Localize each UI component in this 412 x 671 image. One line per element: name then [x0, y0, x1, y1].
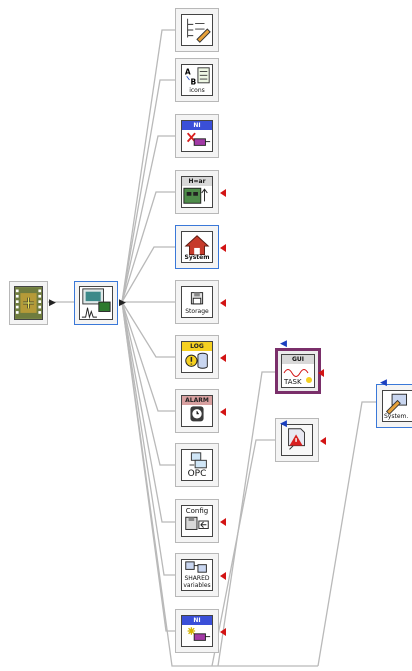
gui-task-caption: TASK [284, 379, 302, 386]
wire-bus-bottom [121, 301, 318, 667]
terminal-icon [318, 369, 324, 377]
back-arrow-icon: ◀ [380, 378, 387, 388]
terminal-icon [220, 244, 226, 252]
terminal-icon [220, 354, 226, 362]
system-window-icon: System. [382, 390, 412, 422]
wire-shared [121, 301, 175, 576]
wire-system-call [317, 401, 376, 667]
system-call-node[interactable]: System. [376, 384, 412, 428]
output-arrow-icon: ▶ [49, 298, 56, 308]
terminal-icon [220, 518, 226, 526]
log-header: LOG [182, 342, 212, 351]
wire-hardware [121, 191, 175, 303]
icons-list-caption: icons [189, 87, 205, 94]
shared-caption: SHARED [184, 575, 210, 582]
wire-icons-list [121, 79, 175, 303]
hardware-node[interactable]: H=ar [175, 170, 226, 214]
floppy-storage-icon: Storage [181, 286, 213, 318]
icons-list-node[interactable]: A B icons [175, 58, 219, 102]
system-call-caption: System. [384, 413, 409, 420]
ni-new-array-icon: NI [181, 615, 213, 647]
wire-config [121, 301, 175, 523]
system-node[interactable]: System [175, 225, 226, 269]
opc-caption: OPC [187, 469, 207, 479]
tree-pencil-icon [181, 14, 213, 46]
ni-delete-array-icon: NI [181, 120, 213, 152]
alert-document-icon [281, 424, 313, 456]
ab-list-icon: A B icons [181, 64, 213, 96]
opc-computer-icon: OPC [181, 449, 213, 481]
wire-opc [121, 301, 175, 466]
monitor-waveform-icon [79, 286, 113, 320]
wire-log [121, 301, 175, 358]
storage-caption: Storage [185, 308, 209, 315]
gui-task-node[interactable]: GUI TASK [275, 348, 324, 394]
shared-variables-node[interactable]: SHARED variables [175, 553, 226, 597]
hardware-header: H=ar [182, 177, 212, 186]
config-node[interactable]: Config [175, 499, 226, 543]
terminal-icon [220, 628, 226, 636]
opc-node[interactable]: OPC [175, 443, 219, 487]
launcher-node[interactable]: ▶ [9, 281, 56, 325]
alarm-node[interactable]: ALARM [175, 389, 226, 433]
config-header: Config [185, 507, 209, 515]
ni-new-node[interactable]: NI [175, 609, 226, 653]
ni-delete-node[interactable]: NI [175, 114, 219, 158]
house-system-icon: System [181, 231, 213, 263]
svg-text:B: B [190, 78, 196, 87]
ni-header: NI [182, 616, 212, 625]
alarm-header: ALARM [182, 396, 212, 405]
storage-node[interactable]: Storage [175, 280, 226, 324]
svg-text:A: A [185, 67, 191, 76]
terminal-icon [220, 408, 226, 416]
wire-gui-task [217, 371, 275, 667]
gui-header: GUI [282, 355, 314, 364]
wire-alarm [121, 301, 175, 412]
wire-alert [211, 439, 275, 667]
shared-variables-icon: SHARED variables [181, 559, 213, 591]
back-arrow-icon: ◀ [280, 339, 287, 349]
terminal-icon [220, 189, 226, 197]
alarm-clock-icon: ALARM [181, 395, 213, 427]
alert-node[interactable] [275, 418, 326, 462]
wire-tree-edit [121, 29, 175, 303]
wire-system [121, 246, 175, 303]
terminal-icon [220, 572, 226, 580]
back-arrow-icon: ◀ [280, 419, 287, 429]
output-arrow-icon: ▶ [119, 298, 126, 308]
wire-ni-delete [121, 135, 175, 303]
log-node[interactable]: LOG [175, 335, 226, 379]
log-database-icon: LOG [181, 341, 213, 373]
movie-frames-plus-icon [14, 286, 43, 320]
main-monitor-node[interactable]: ▶ [74, 281, 126, 325]
system-caption: System [184, 254, 210, 261]
hardware-board-icon: H=ar [181, 176, 213, 208]
terminal-icon [320, 437, 326, 445]
variables-caption: variables [183, 582, 211, 589]
terminal-icon [220, 299, 226, 307]
gui-task-icon: GUI TASK [281, 354, 315, 388]
tree-edit-node[interactable] [175, 8, 219, 52]
ni-header: NI [182, 121, 212, 130]
config-floppy-icon: Config [181, 505, 213, 537]
